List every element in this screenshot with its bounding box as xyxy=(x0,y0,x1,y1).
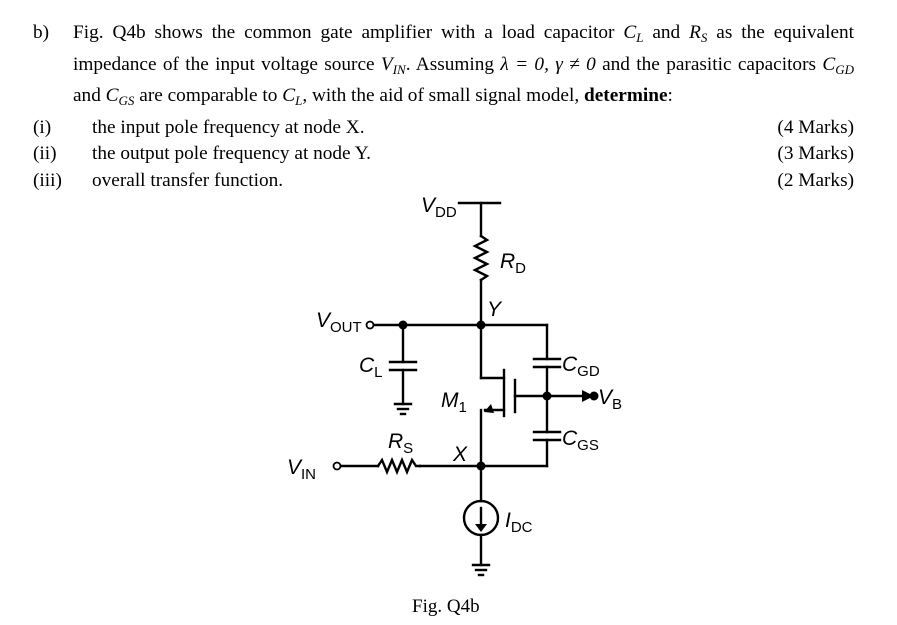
node-y-label: Y xyxy=(487,298,503,321)
rs-label: RS xyxy=(388,430,413,457)
determine-keyword: determine xyxy=(584,85,668,106)
marks: (4 Marks) xyxy=(777,116,854,138)
marks: (2 Marks) xyxy=(777,169,854,191)
vb-arrowhead xyxy=(582,390,594,402)
cl-label: CL xyxy=(359,354,383,381)
marks: (3 Marks) xyxy=(777,143,854,164)
cgd-label: CGD xyxy=(562,353,600,380)
rd-resistor xyxy=(472,234,490,282)
vb-label: VB xyxy=(598,386,622,413)
node-x-label: X xyxy=(452,443,468,466)
junction-dot xyxy=(398,320,408,330)
rd-label: RD xyxy=(500,250,526,277)
junction-dot xyxy=(542,391,552,401)
question-part-2: (ii) the output pole frequency at node Y… xyxy=(33,141,854,168)
question-part-1: (i) the input pole frequency at node X. … xyxy=(33,115,854,142)
question-text: b) Fig. Q4b shows the common gate amplif… xyxy=(33,20,854,194)
vin-label: VIN xyxy=(287,456,316,483)
cgs-label: CGS xyxy=(562,427,599,454)
vin-terminal xyxy=(332,461,342,471)
idc-arrowhead xyxy=(475,524,487,532)
question-label: b) xyxy=(33,22,50,43)
idc-label: IDC xyxy=(505,509,533,536)
junction-dot xyxy=(476,461,486,471)
question-part-3: (iii) overall transfer function. (2 Mark… xyxy=(33,168,854,195)
vout-label: VOUT xyxy=(316,309,362,336)
vout-terminal xyxy=(365,320,375,330)
figure-caption: Fig. Q4b xyxy=(412,596,480,617)
vdd-label: VDD xyxy=(421,194,457,221)
question-intro: Fig. Q4b shows the common gate amplifier… xyxy=(73,22,855,108)
vb-terminal xyxy=(589,391,599,401)
m1-label: M1 xyxy=(441,389,467,416)
m1-source-arrow xyxy=(484,404,494,413)
rs-resistor xyxy=(376,456,422,476)
junction-dot xyxy=(476,320,486,330)
